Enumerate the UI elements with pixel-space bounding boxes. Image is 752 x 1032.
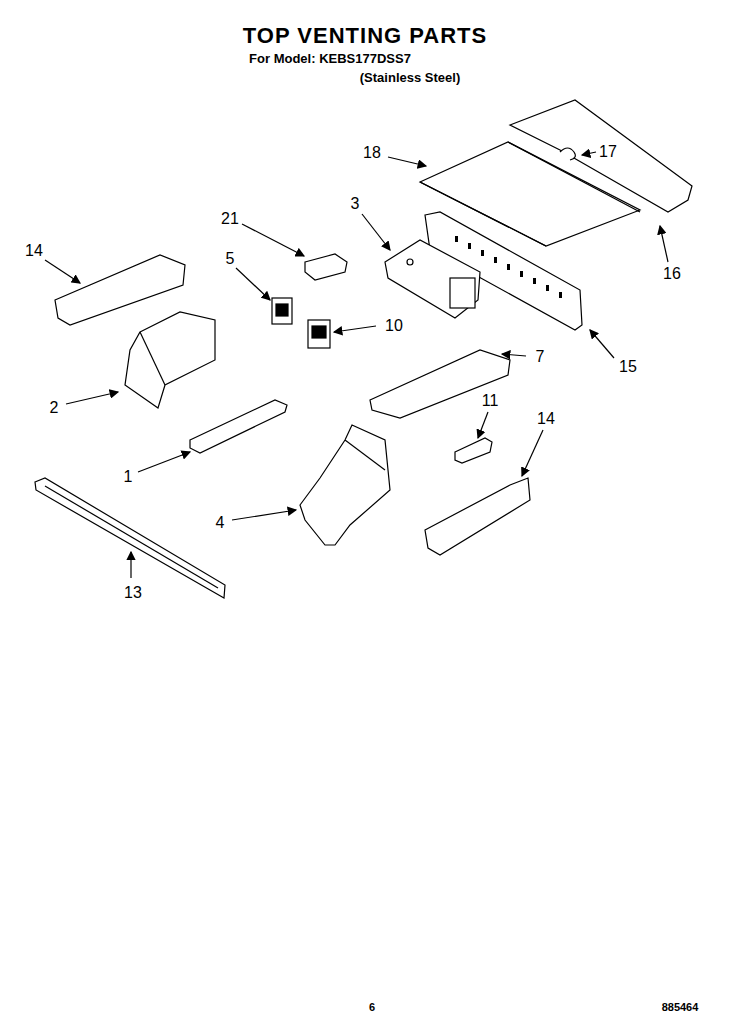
callout-number: 15 [619,358,637,376]
diagram-title: TOP VENTING PARTS [243,24,487,48]
model-finish: (Stainless Steel) [360,71,460,85]
callout-number: 14 [537,410,555,428]
callout-number: 16 [663,265,681,283]
callout-number: 3 [351,195,360,213]
callout-number: 13 [124,584,142,602]
page-number: 6 [369,1001,375,1013]
callout-number: 5 [226,250,235,268]
callout-number: 18 [363,144,381,162]
callout-number: 17 [599,143,617,161]
callout-number: 21 [221,210,239,228]
callout-number: 10 [385,317,403,335]
callout-number: 4 [216,514,225,532]
drawing-number: 885464 [662,1001,699,1013]
model-number: For Model: KEBS177DSS7 [249,52,411,66]
callout-number: 2 [50,399,59,417]
callout-number: 1 [124,468,133,486]
callout-number: 7 [536,348,545,366]
callout-number: 11 [482,392,499,410]
callout-number: 14 [25,242,43,260]
